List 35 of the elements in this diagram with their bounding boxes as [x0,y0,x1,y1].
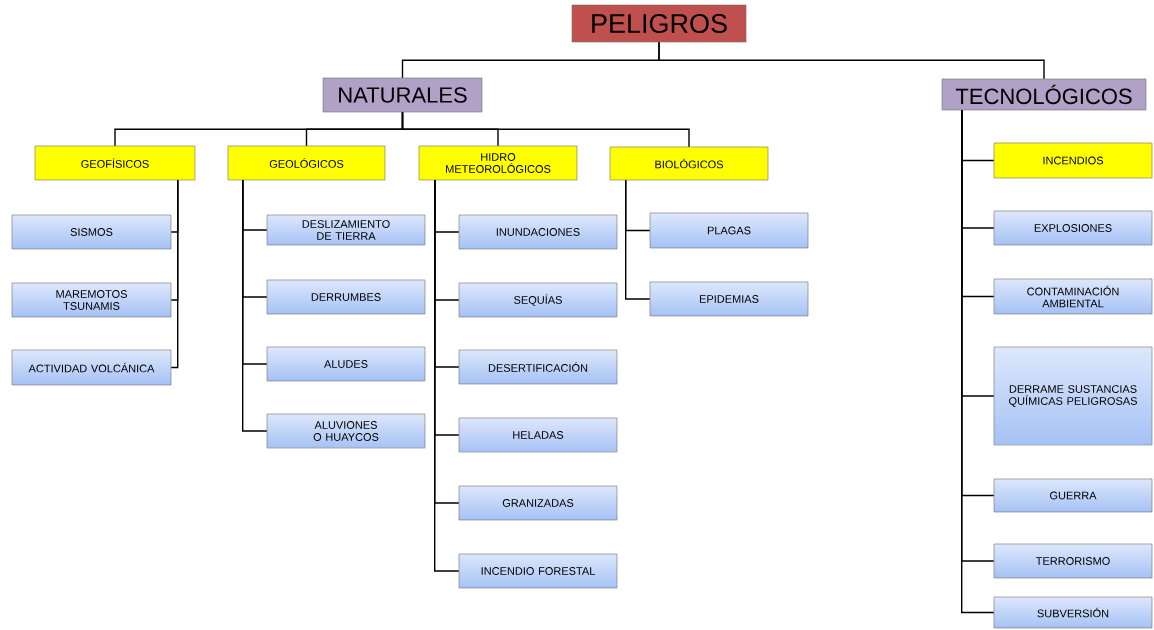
connector-line [242,179,268,432]
connector-line [401,111,690,148]
hazard-box: ALUVIONES O HUAYCOS [266,413,426,449]
connector-line [658,41,1045,80]
hazard-box: ACTIVIDAD VOLCÁNICA [11,349,172,386]
hazard-box: SISMOS [11,214,172,250]
connector-line [625,179,651,300]
hazard-box: SUBVERSIÓN [993,596,1153,629]
hazard-box: TERRORISMO [993,543,1153,579]
hazard-box: EXPLOSIONES [993,210,1153,246]
hazard-box: PLAGAS [649,212,809,249]
hazard-box: GUERRA [993,478,1153,513]
subcategory-box: GEOLÓGICOS [227,145,386,181]
title-box: PELIGROS [571,4,747,43]
category-box: TECNOLÓGICOS [941,78,1147,111]
hazard-box: DERRUMBES [266,279,426,315]
subcategory-box: BIOLÓGICOS [609,146,769,181]
hazard-box: DESERTIFICACIÓN [458,349,618,385]
hazard-box: GRANIZADAS [458,485,618,521]
hazard-box: EPIDEMIAS [649,281,809,317]
subcategory-box: GEOFÍSICOS [34,145,196,181]
connector-line [170,179,179,369]
hazard-box: MAREMOTOS TSUNAMIS [11,282,172,318]
hazard-box: INCENDIO FORESTAL [458,553,618,589]
connector-line [434,179,460,572]
hazard-box: DERRAME SUSTANCIAS QUÍMICAS PELIGROSAS [993,346,1153,446]
hazard-box: DESLIZAMIENTO DE TIERRA [266,214,426,246]
subcategory-box: HIDRO METEOROLÓGICOS [418,145,578,181]
category-box: NATURALES [322,77,483,113]
hazard-box: INUNDACIONES [458,214,618,250]
hazard-box: CONTAMINACIÓN AMBIENTAL [993,278,1153,315]
hazard-box: ALUDES [266,346,426,382]
hazard-box: SEQUÍAS [458,282,618,318]
hazard-box: HELADAS [458,417,618,453]
subcategory-box: INCENDIOS [993,142,1153,179]
